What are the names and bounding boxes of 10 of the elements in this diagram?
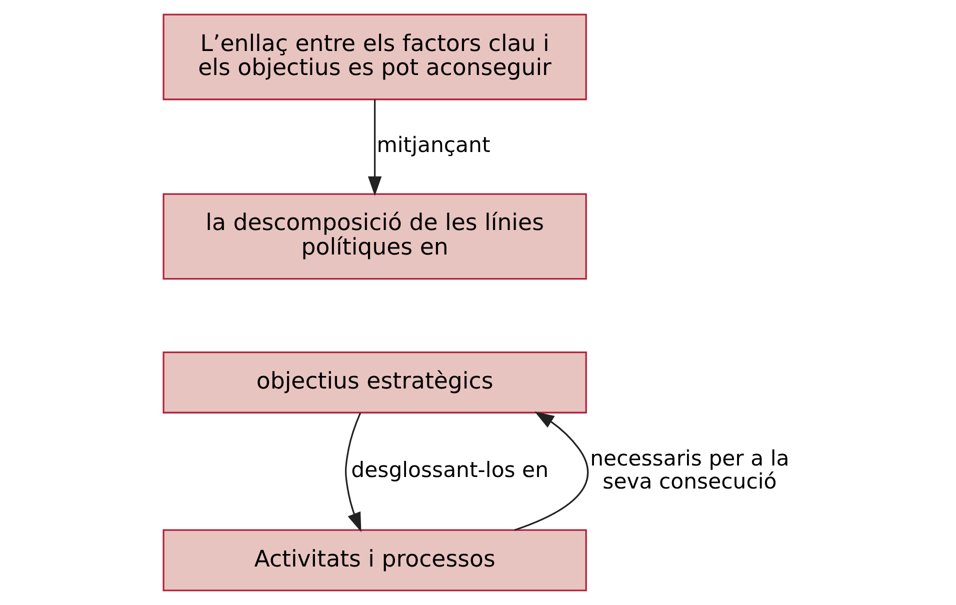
- edge-label: desglossant-los en: [351, 456, 549, 482]
- node-box: la descomposició de les línies polítiques en: [162, 193, 587, 280]
- node-box: objectius estratègics: [162, 351, 587, 414]
- arrow: [368, 99, 382, 196]
- arrow: [345, 412, 362, 532]
- node-box: Activitats i processos: [162, 529, 587, 592]
- edge-label: necessaris per a la seva consecució: [590, 445, 790, 494]
- edge-label: mitjançant: [376, 132, 490, 158]
- node-box: L’enllaç entre els factors clau i els objectius es pot aconseguir: [162, 14, 587, 100]
- arrow: [514, 411, 589, 531]
